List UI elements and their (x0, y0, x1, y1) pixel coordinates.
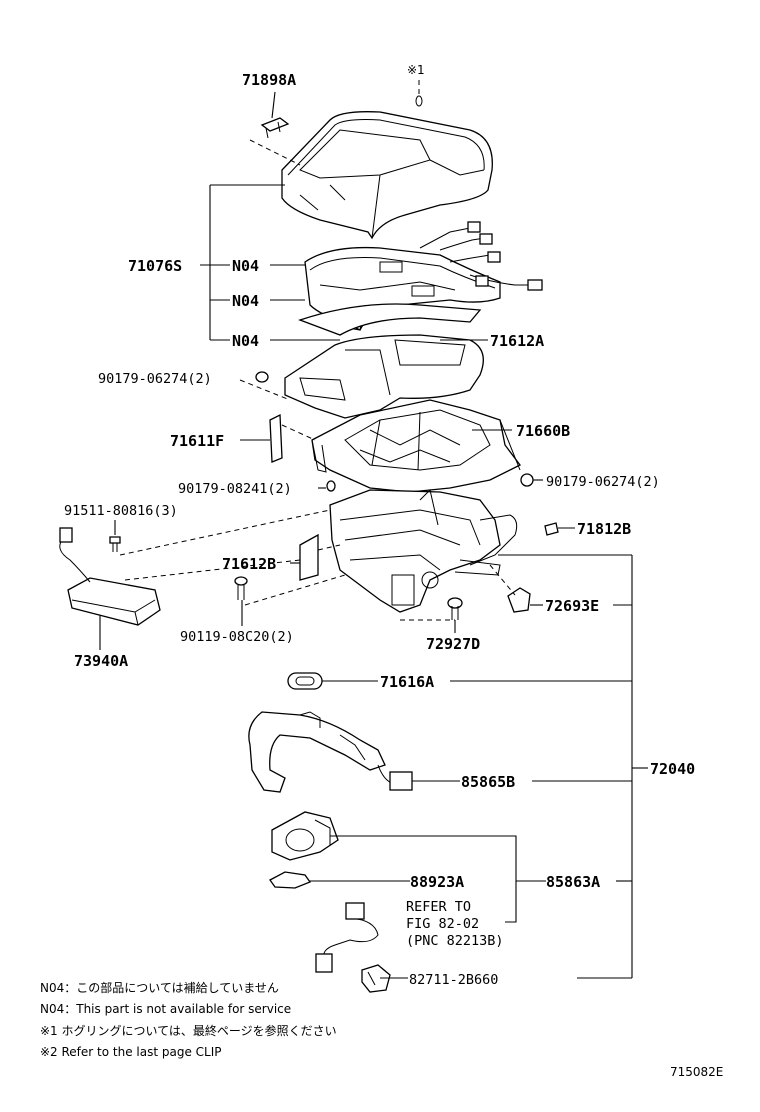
nut-90179-06274-left-drawing (255, 371, 269, 383)
hog-ring-drawing (415, 95, 423, 107)
label-n04-2: N04 (232, 292, 259, 310)
wire-harness-85865b-drawing (248, 711, 413, 793)
bracket-71611f-drawing (269, 413, 283, 463)
nut-90179-06274-right-drawing (520, 473, 534, 487)
label-90179-06274-left: 90179-06274(2) (98, 371, 212, 387)
clip-71898a-drawing (260, 117, 290, 139)
label-91511-80816: 91511-80816(3) (64, 503, 178, 519)
cushion-cover-drawing (281, 111, 493, 240)
label-85865b: 85865B (461, 773, 515, 791)
note-n04-en: N04：This part is not available for servi… (40, 1002, 291, 1016)
label-73940a: 73940A (74, 652, 128, 670)
pad-71612b-drawing (299, 533, 319, 581)
note-n04-ja: N04：この部品については補給していません (40, 980, 279, 995)
cushion-frame-71660b-drawing (311, 399, 521, 493)
label-90179-06274-right: 90179-06274(2) (546, 474, 660, 490)
label-71898a: 71898A (242, 71, 296, 89)
cushion-frame-bar-drawing (298, 303, 482, 336)
knob-88923a-drawing (269, 871, 312, 889)
label-72693e: 72693E (545, 597, 599, 615)
label-fig-ref: FIG 82-02 (406, 916, 479, 932)
seat-heater-harness-drawing (419, 221, 543, 291)
label-71616a: 71616A (380, 673, 434, 691)
label-pnc-ref: (PNC 82213B) (406, 933, 504, 949)
harness-82213b-drawing (315, 902, 379, 973)
bolt-71812b-drawing (544, 522, 559, 536)
switch-85863a-drawing (271, 811, 339, 861)
label-mark-1: ※1 (407, 63, 425, 77)
note-mark2-en: ※2 Refer to the last page CLIP (40, 1045, 222, 1059)
bolt-91511-80816-drawing (109, 536, 121, 552)
ecu-73940a-drawing (59, 527, 161, 626)
label-71812b: 71812B (577, 520, 631, 538)
label-72040: 72040 (650, 760, 695, 778)
label-71612a: 71612A (490, 332, 544, 350)
label-n04-3: N04 (232, 332, 259, 350)
label-90179-08241: 90179-08241(2) (178, 481, 292, 497)
leader-lines (99, 91, 648, 979)
label-71611f: 71611F (170, 432, 224, 450)
label-71076s: 71076S (128, 257, 182, 275)
label-n04-1: N04 (232, 257, 259, 275)
pad-71612a-drawing (284, 334, 484, 419)
grommet-71616a-drawing (287, 672, 323, 690)
clamp-82711-2b660-drawing (361, 964, 391, 993)
nut-90179-08241-drawing (326, 480, 336, 492)
note-mark1-ja: ※1 ホグリングについては、最終ページを参照ください (40, 1023, 337, 1038)
label-88923a: 88923A (410, 873, 464, 891)
label-85863a: 85863A (546, 873, 600, 891)
cover-72693e-drawing (507, 587, 531, 613)
label-refer-to: REFER TO (406, 899, 471, 915)
figure-code: 715082E (670, 1065, 723, 1079)
seat-adjuster-drawing (329, 489, 518, 613)
label-71612b: 71612B (222, 555, 276, 573)
bolt-90119-08c20-drawing (234, 576, 248, 600)
bolt-72927d-drawing (447, 597, 463, 620)
label-72927d: 72927D (426, 635, 480, 653)
label-82711-2b660: 82711-2B660 (409, 972, 498, 988)
label-71660b: 71660B (516, 422, 570, 440)
label-90119-08c20: 90119-08C20(2) (180, 629, 294, 645)
